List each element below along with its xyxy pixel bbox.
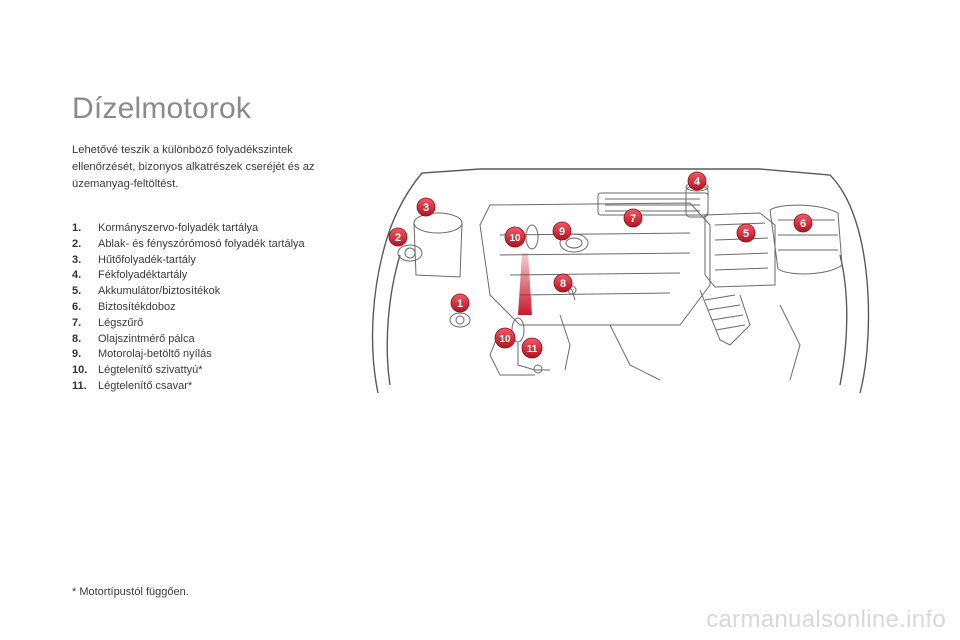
marker-label: 9	[559, 226, 565, 238]
callout-marker: 9	[552, 221, 572, 241]
item-label: Légtelenítő csavar*	[98, 379, 193, 392]
list-item: 8. Olajszintmérő pálca	[72, 332, 372, 348]
item-number: 8.	[72, 332, 82, 345]
item-label: Olajszintmérő pálca	[98, 332, 195, 345]
list-item: 5. Akkumulátor/biztosítékok	[72, 284, 372, 300]
list-item: 3. Hűtőfolyadék-tartály	[72, 253, 372, 269]
parts-list: 1. Kormányszervo-folyadék tartálya 2. Abla…	[72, 221, 372, 395]
item-label: Motorolaj-betöltő nyílás	[98, 348, 212, 361]
item-number: 10.	[72, 364, 88, 377]
item-label: Kormányszervo-folyadék tartálya	[98, 222, 259, 234]
callout-marker: 5	[736, 223, 756, 243]
item-label: Hűtőfolyadék-tartály	[98, 253, 196, 266]
item-number: 3.	[72, 253, 82, 266]
list-item: 10. Légtelenítő szivattyú*	[72, 363, 372, 379]
item-label: Ablak- és fényszórómosó folyadék tartály…	[98, 237, 305, 250]
watermark: carmanualsonline.info	[706, 606, 946, 633]
page-title: Dízelmotorok	[72, 92, 252, 125]
callout-marker: 10	[494, 327, 516, 349]
callout-marker: 2	[388, 227, 408, 247]
item-number: 5.	[72, 285, 82, 298]
item-label: Biztosítékdoboz	[98, 300, 176, 313]
item-label: Légtelenítő szivattyú*	[98, 364, 203, 377]
item-number: 2.	[72, 237, 82, 250]
item-number: 11.	[72, 379, 87, 392]
callout-marker: 3	[416, 197, 436, 217]
callout-marker: 10	[504, 226, 526, 248]
marker-label: 6	[800, 218, 806, 230]
callout-marker: 6	[793, 213, 813, 233]
list-item: 6. Biztosítékdoboz	[72, 300, 372, 316]
marker-label: 8	[560, 278, 566, 290]
list-item: 11. Légtelenítő csavar*	[72, 379, 372, 395]
item-number: 1.	[72, 222, 82, 234]
marker-label: 3	[423, 202, 429, 214]
marker-label: 4	[694, 176, 701, 188]
marker-label: 1	[457, 298, 463, 310]
list-item: 9. Motorolaj-betöltő nyílás	[72, 347, 372, 363]
item-label: Légszűrő	[98, 316, 144, 329]
footnote: * Motortípustól függően.	[72, 586, 189, 598]
bleed-pump-highlight	[518, 253, 532, 315]
marker-label: 10	[499, 334, 511, 345]
marker-label: 5	[743, 228, 749, 240]
list-item: 4. Fékfolyadéktartály	[72, 268, 372, 284]
marker-label: 11	[527, 344, 538, 355]
engine-components	[397, 182, 843, 381]
callout-marker: 7	[623, 208, 643, 228]
item-label: Fékfolyadéktartály	[98, 269, 188, 282]
engine-bay-outline	[371, 168, 870, 394]
callout-marker: 8	[553, 273, 573, 293]
callout-marker: 1	[450, 293, 470, 313]
callout-marker: 11	[521, 337, 543, 359]
marker-label: 2	[395, 232, 401, 244]
item-number: 7.	[72, 316, 82, 329]
item-number: 4.	[72, 269, 82, 282]
marker-label: 10	[509, 233, 521, 244]
callout-marker: 4	[687, 171, 707, 191]
item-number: 9.	[72, 348, 82, 361]
intro-text: Lehetővé teszik a különböző folyadékszin…	[72, 144, 315, 190]
list-item: 2. Ablak- és fényszórómosó folyadék tartá…	[72, 237, 372, 253]
list-item: 1. Kormányszervo-folyadék tartálya	[72, 221, 372, 237]
item-label: Akkumulátor/biztosítékok	[98, 285, 221, 298]
engine-bay-diagram: 1 2 3 4 5 6 7 8 9 10 10 11	[371, 168, 870, 394]
marker-label: 7	[630, 213, 636, 225]
list-item: 7. Légszűrő	[72, 316, 372, 332]
item-number: 6.	[72, 300, 82, 313]
